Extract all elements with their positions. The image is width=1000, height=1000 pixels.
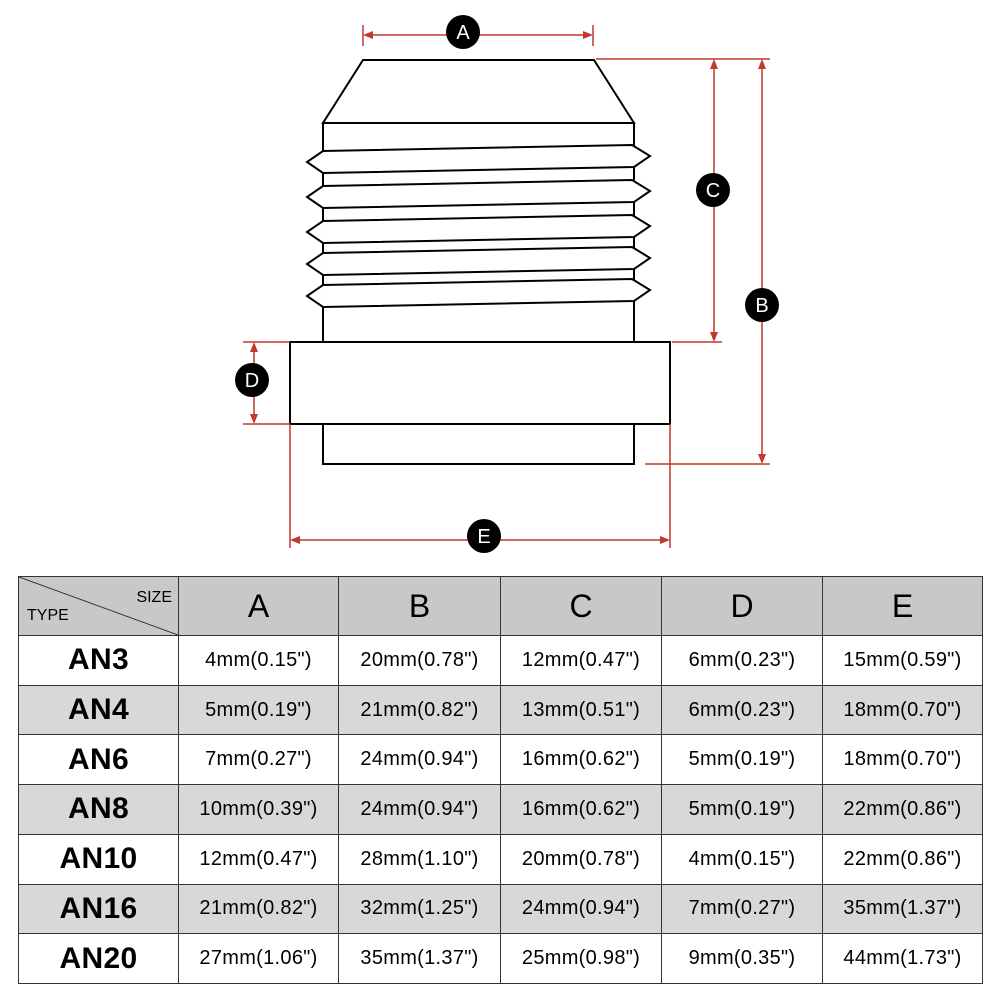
type-cell: AN3: [18, 635, 179, 686]
value-cell: 24mm(0.94"): [500, 883, 662, 935]
type-cell: AN6: [18, 734, 179, 786]
label-a: A: [456, 22, 470, 44]
value-cell: 44mm(1.73"): [822, 933, 983, 984]
value-cell: 15mm(0.59"): [822, 635, 983, 686]
dimension-b: [596, 58, 770, 465]
thread-ridge: [305, 245, 652, 277]
thread-ridge: [305, 213, 652, 245]
value-cell: 35mm(1.37"): [822, 883, 983, 935]
fitting-diagram: A B C D E: [235, 15, 779, 553]
type-cell: AN20: [18, 933, 179, 984]
value-cell: 28mm(1.10"): [338, 833, 501, 885]
value-cell: 5mm(0.19"): [661, 734, 823, 786]
value-cell: 20mm(0.78"): [338, 635, 501, 686]
corner-size-label: SIZE: [136, 589, 172, 606]
value-cell: 18mm(0.70"): [822, 734, 983, 786]
value-cell: 5mm(0.19"): [661, 784, 823, 835]
value-cell: 22mm(0.86"): [822, 784, 983, 835]
label-a-badge: A: [446, 15, 480, 49]
hex-flange: [289, 341, 671, 425]
value-cell: 16mm(0.62"): [500, 784, 662, 835]
weld-base: [322, 423, 635, 465]
label-c-badge: C: [696, 173, 730, 207]
value-cell: 32mm(1.25"): [338, 883, 501, 935]
value-cell: 7mm(0.27"): [178, 734, 339, 786]
value-cell: 21mm(0.82"): [338, 684, 501, 736]
type-cell: AN8: [18, 784, 179, 835]
column-header-d: D: [661, 576, 823, 636]
value-cell: 13mm(0.51"): [500, 684, 662, 736]
thread-ridge: [305, 277, 652, 309]
label-d: D: [245, 370, 259, 392]
value-cell: 12mm(0.47"): [178, 833, 339, 885]
column-header-c: C: [500, 576, 662, 636]
type-cell: AN10: [18, 833, 179, 885]
label-e-badge: E: [467, 519, 501, 553]
value-cell: 21mm(0.82"): [178, 883, 339, 935]
value-cell: 18mm(0.70"): [822, 684, 983, 736]
value-cell: 7mm(0.27"): [661, 883, 823, 935]
label-d-badge: D: [235, 363, 269, 397]
label-c: C: [706, 180, 720, 202]
thread-ridge: [305, 143, 652, 175]
label-e: E: [477, 526, 490, 548]
value-cell: 4mm(0.15"): [661, 833, 823, 885]
corner-diagonal: [19, 577, 178, 635]
value-cell: 35mm(1.37"): [338, 933, 501, 984]
value-cell: 22mm(0.86"): [822, 833, 983, 885]
column-header-b: B: [338, 576, 501, 636]
value-cell: 6mm(0.23"): [661, 635, 823, 686]
value-cell: 5mm(0.19"): [178, 684, 339, 736]
type-cell: AN4: [18, 684, 179, 736]
value-cell: 27mm(1.06"): [178, 933, 339, 984]
label-b: B: [755, 295, 768, 317]
value-cell: 6mm(0.23"): [661, 684, 823, 736]
corner-header: SIZE TYPE: [18, 576, 179, 636]
value-cell: 4mm(0.15"): [178, 635, 339, 686]
value-cell: 20mm(0.78"): [500, 833, 662, 885]
value-cell: 25mm(0.98"): [500, 933, 662, 984]
column-header-a: A: [178, 576, 339, 636]
label-b-badge: B: [745, 288, 779, 322]
header-row: SIZE TYPE A B C D E: [18, 576, 983, 636]
value-cell: 10mm(0.39"): [178, 784, 339, 835]
corner-type-label: TYPE: [27, 607, 69, 624]
flare-cone: [321, 59, 636, 124]
value-cell: 9mm(0.35"): [661, 933, 823, 984]
thread-lines: [305, 143, 652, 309]
thread-ridge: [305, 178, 652, 210]
column-header-e: E: [822, 576, 983, 636]
value-cell: 24mm(0.94"): [338, 784, 501, 835]
type-cell: AN16: [18, 883, 179, 935]
value-cell: 24mm(0.94"): [338, 734, 501, 786]
value-cell: 12mm(0.47"): [500, 635, 662, 686]
value-cell: 16mm(0.62"): [500, 734, 662, 786]
